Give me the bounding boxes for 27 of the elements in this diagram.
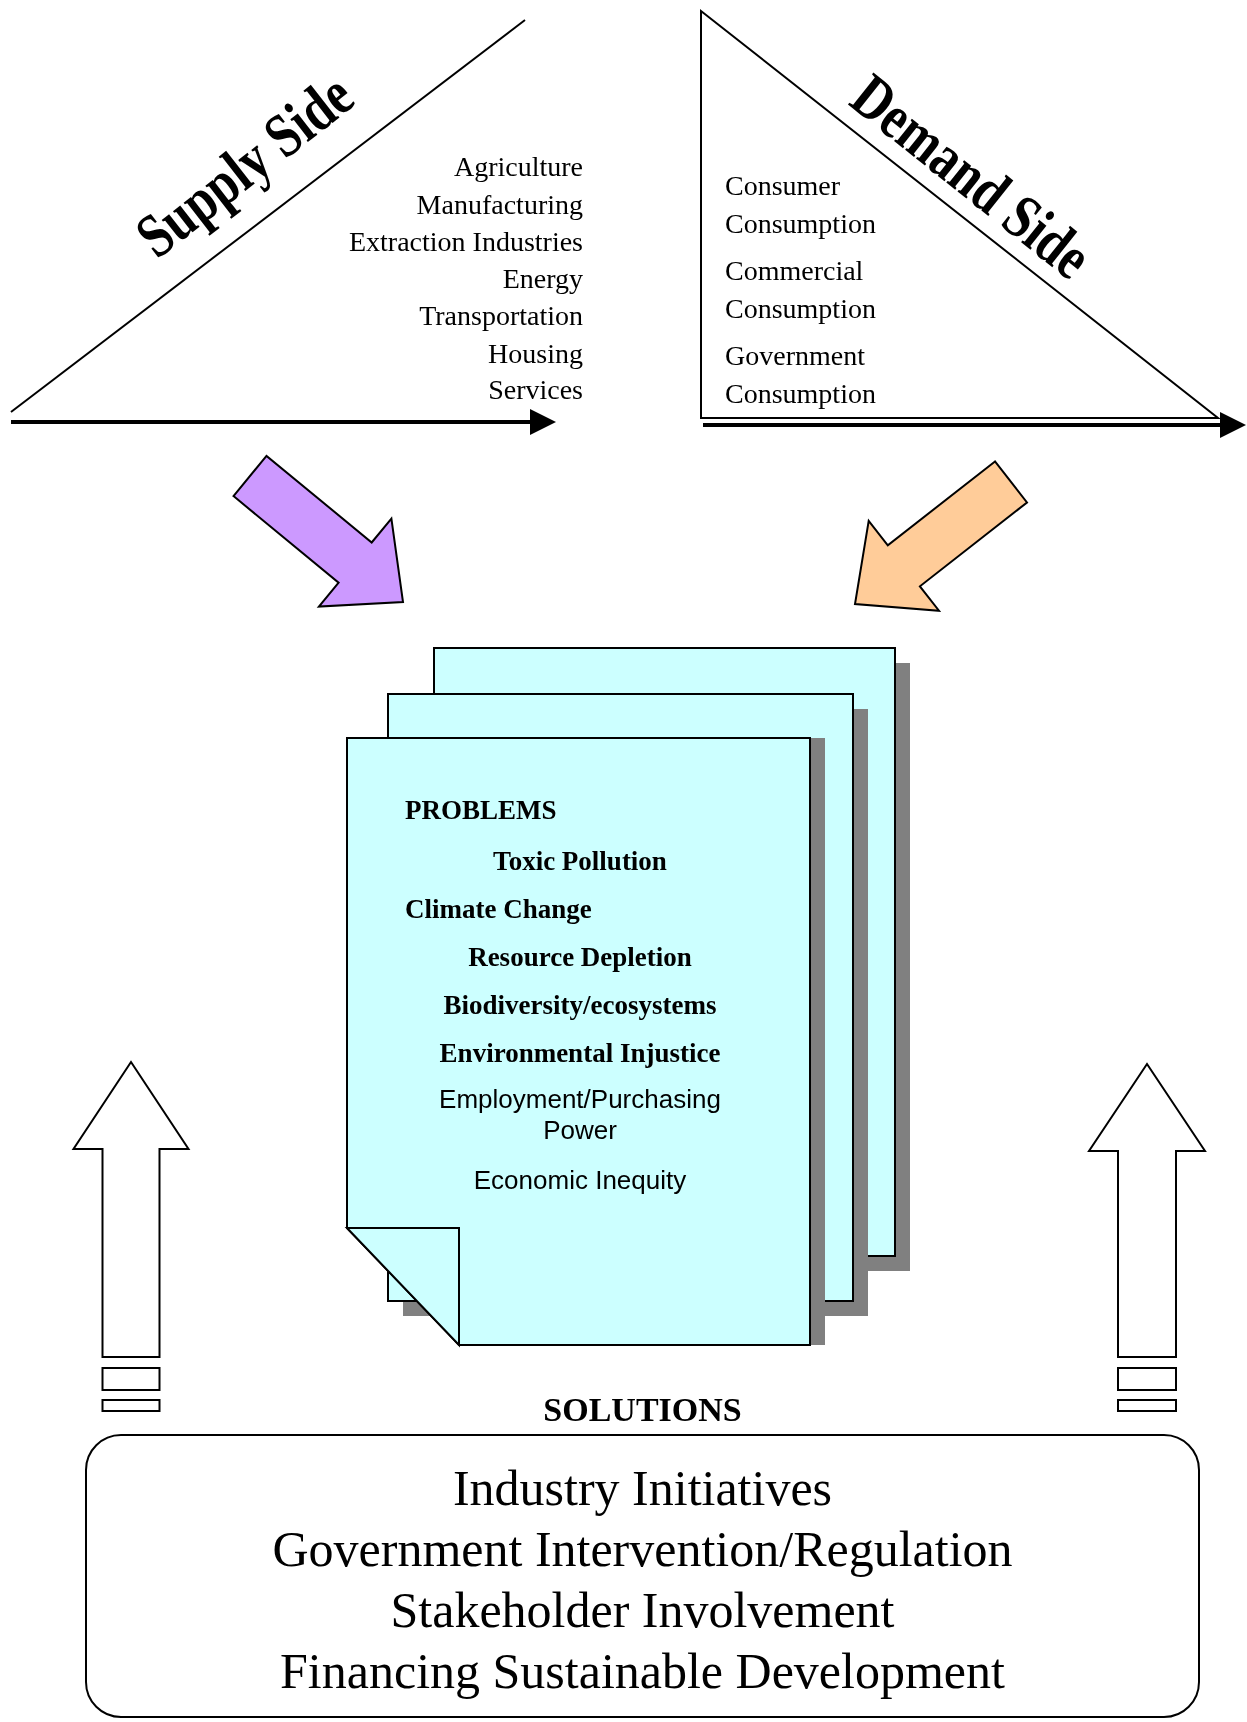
- solution-label: Stakeholder Involvement: [390, 1581, 895, 1640]
- problem-label: Toxic Pollution: [493, 845, 667, 877]
- sector-label: Consumer Consumption: [725, 170, 876, 241]
- sector-label: Manufacturing: [416, 191, 583, 219]
- problem-label: Environmental Injustice: [439, 1037, 721, 1069]
- problem-label: Biodiversity/ecosystems: [443, 989, 717, 1021]
- sector-label: Energy: [502, 265, 583, 293]
- solution-label: Industry Initiatives: [452, 1459, 833, 1518]
- problem-label: Economic Inequity: [473, 1164, 687, 1196]
- solution-label: Financing Sustainable Development: [280, 1642, 1005, 1701]
- problem-label: Employment/Purchasing Power: [438, 1084, 722, 1146]
- block-arrow: [232, 454, 405, 608]
- solution-label: Government Intervention/Regulation: [272, 1520, 1013, 1579]
- sector-label: Services: [488, 376, 583, 404]
- sector-label: Transportation: [419, 302, 583, 330]
- block-arrow: [853, 460, 1029, 612]
- sector-label: Housing: [488, 340, 583, 368]
- sector-label: Government Consumption: [725, 339, 877, 411]
- problem-label: Climate Change: [405, 893, 592, 925]
- sector-label: Extraction Industries: [348, 228, 583, 256]
- heading: PROBLEMS: [405, 794, 557, 826]
- block-arrow: [71, 1060, 191, 1412]
- sector-label: Agriculture: [453, 153, 583, 181]
- heading: SOLUTIONS: [543, 1392, 742, 1428]
- problem-label: Resource Depletion: [468, 941, 692, 973]
- sector-label: Commercial Consumption: [725, 254, 877, 326]
- block-arrow: [1087, 1062, 1207, 1412]
